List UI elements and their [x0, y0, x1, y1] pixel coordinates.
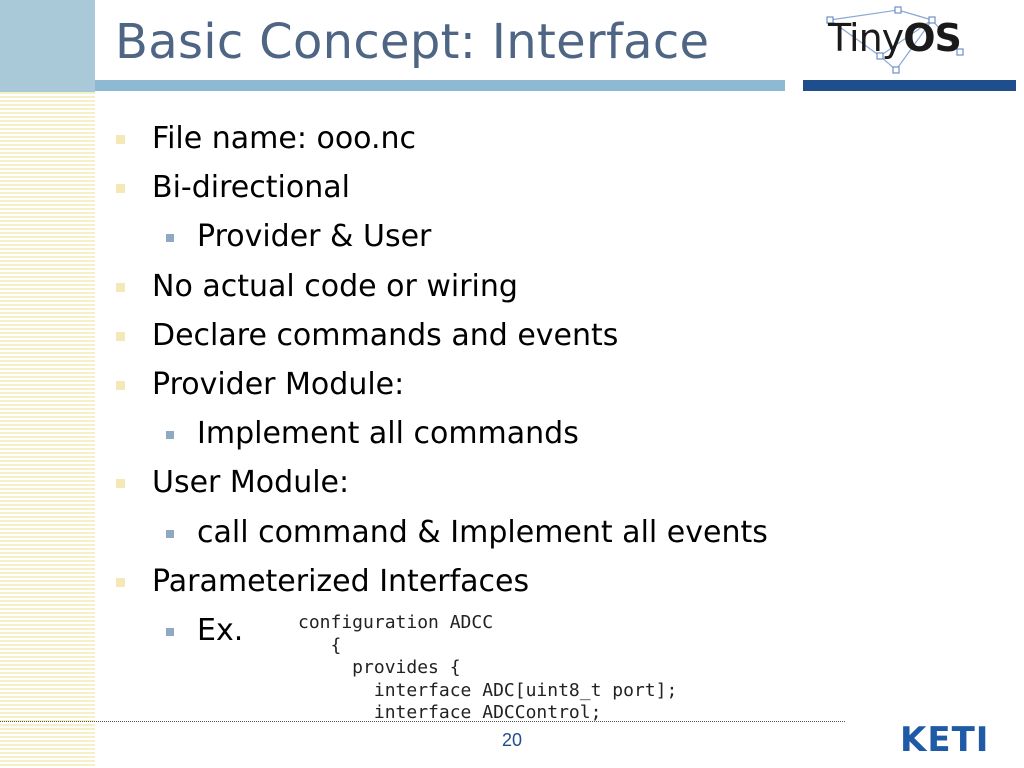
bullet-marker — [166, 234, 174, 242]
code-line: { — [298, 634, 342, 656]
code-line: interface ADC[uint8_t port]; — [298, 679, 678, 701]
bullet-item: File name: ooo.nc — [152, 121, 417, 156]
sub-bullet-item: call command & Implement all events — [197, 515, 768, 550]
page-number: 20 — [501, 730, 523, 750]
bullet-marker — [116, 479, 125, 488]
network-graph-icon — [826, 6, 964, 74]
tinyos-logo: TinyOS — [820, 6, 996, 76]
bullet-marker — [116, 578, 125, 587]
bullet-marker — [116, 135, 125, 144]
title-rule — [95, 80, 785, 91]
bullet-marker — [166, 628, 174, 636]
bullet-item: User Module: — [152, 465, 350, 500]
bullet-marker — [116, 184, 125, 193]
left-stripe-decoration — [0, 92, 95, 768]
bullet-item: Bi-directional — [152, 170, 350, 205]
keti-logo: KETI — [900, 718, 1000, 762]
bullet-item: Parameterized Interfaces — [152, 564, 530, 599]
footer-divider — [0, 721, 845, 722]
sub-bullet-item: Implement all commands — [197, 416, 579, 451]
sub-bullet-item: Provider & User — [197, 219, 432, 254]
bullet-marker — [116, 381, 125, 390]
code-line: configuration ADCC — [298, 612, 494, 633]
brand-rule — [803, 80, 1016, 91]
bullet-marker — [116, 332, 125, 341]
keti-wordmark: KETI — [900, 720, 990, 760]
bullet-item: No actual code or wiring — [152, 269, 518, 304]
tinyos-wordmark-os: OS — [903, 16, 962, 60]
corner-block — [0, 0, 95, 92]
sub-bullet-item: Ex. — [197, 613, 244, 648]
bullet-item: Declare commands and events — [152, 318, 619, 353]
code-example: configuration ADCC { provides { interfac… — [298, 612, 677, 725]
slide-title: Basic Concept: Interface — [115, 14, 710, 70]
code-line: interface ADCControl; — [298, 702, 602, 723]
bullet-marker — [166, 431, 174, 439]
bullet-item: Provider Module: — [152, 367, 405, 402]
bullet-marker — [116, 283, 125, 292]
code-line: provides { — [298, 657, 461, 678]
tinyos-wordmark-tiny: Tiny — [828, 16, 904, 60]
bullet-marker — [166, 530, 174, 538]
tinyos-wordmark: TinyOS — [828, 16, 962, 60]
